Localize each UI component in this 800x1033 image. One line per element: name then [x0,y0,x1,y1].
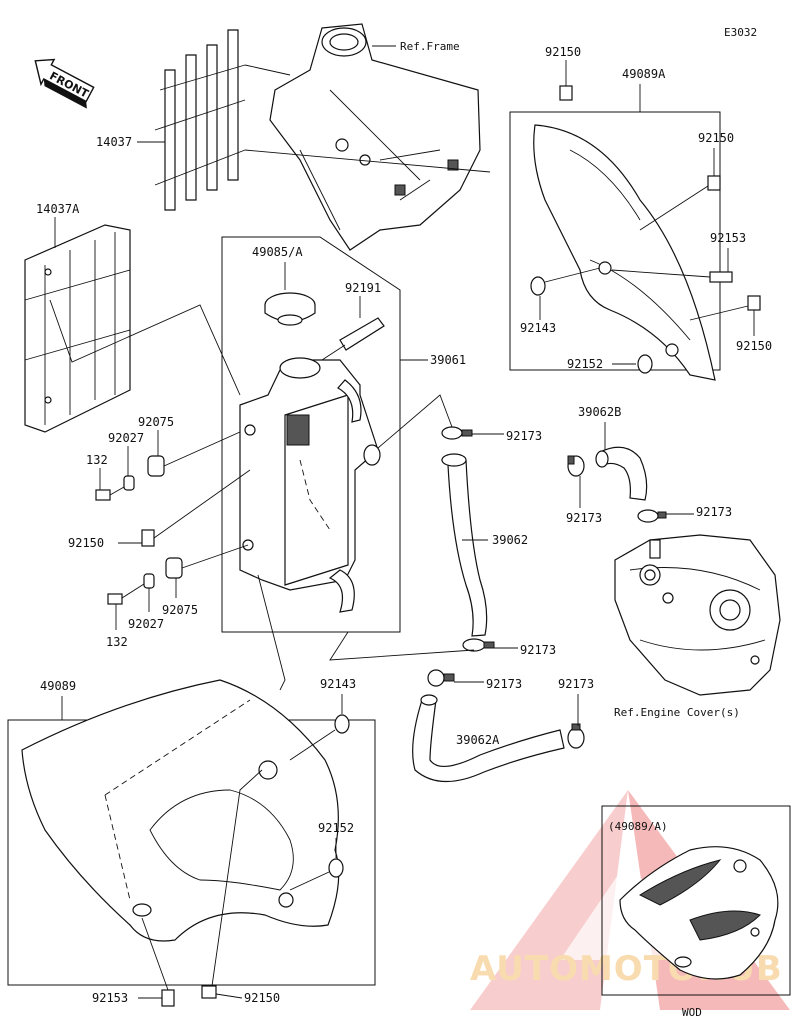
clamp-92173-b [567,455,585,477]
hose-39062 [440,453,488,637]
label-132-a: 132 [86,453,108,467]
label-14037A: 14037A [36,202,80,216]
label-92150-left: 92150 [68,536,104,550]
label-92152-bottom: 92152 [318,821,354,835]
label-39061: 39061 [430,353,466,367]
label-92173-a: 92173 [506,429,542,443]
clamp-92173-e [427,669,455,687]
label-92150-top: 92150 [545,45,581,59]
label-132-b: 132 [106,635,128,649]
bolt-92150-r1 [639,175,721,231]
label-92150-bottom: 92150 [244,991,280,1005]
label-49085A: 49085/A [252,245,303,259]
shroud-group-box-49089A [509,111,721,371]
label-ref-frame: Ref.Frame [400,40,460,53]
label-39062: 39062 [492,533,528,547]
label-92150-r1: 92150 [698,131,734,145]
engine-cover-reference [614,534,781,696]
clamp-92173-a [441,426,473,440]
label-92143-right: 92143 [520,321,556,335]
inset-box-wod [601,805,791,996]
label-14037: 14037 [96,135,132,149]
grommet-92143-right [530,267,601,296]
label-92173-f: 92173 [558,677,594,691]
clamp-92173-d [462,638,495,652]
bolt-92153-right [611,269,733,283]
collar-92027-bottom [143,573,155,589]
label-92075-b: 92075 [162,603,198,617]
overflow-tube [321,317,385,361]
bolt-92153-bottom [141,917,175,1007]
label-92152-right: 92152 [567,357,603,371]
inset-title: (49089/A) [608,820,668,833]
bolt-92150-bottom [201,769,263,999]
grommet-92075-bottom [165,544,249,579]
bolt-92150-r2 [689,295,761,321]
label-49089: 49089 [40,679,76,693]
label-39062A: 39062A [456,733,500,747]
label-92027-b: 92027 [128,617,164,631]
bolt-132-top [95,486,125,501]
hose-39062B [595,446,648,501]
grommet-92152-bottom [289,858,344,891]
label-92173-e: 92173 [486,677,522,691]
label-ref-engine-cover: Ref.Engine Cover(s) [614,706,740,719]
hose-39062A [412,694,565,783]
radiator-louver-14037 [154,29,246,211]
radiator-louver-14037A [24,224,131,433]
label-39062B: 39062B [578,405,621,419]
radiator-body [239,357,381,613]
inset-shroud-49089A [619,846,779,980]
label-92173-d: 92173 [520,643,556,657]
clamp-92173-f [567,723,585,749]
label-92150-r2: 92150 [736,339,772,353]
bolt-92150-top [559,85,573,101]
front-arrow: FRONT [34,58,95,109]
bolt-92150-left [141,469,251,547]
diagram-code: E3032 [724,26,757,39]
grommet-92143-bottom [289,714,350,761]
clamp-92173-c [637,509,667,523]
label-92191: 92191 [345,281,381,295]
label-49089A: 49089A [622,67,666,81]
label-92143-bottom: 92143 [320,677,356,691]
radiator-shroud-49089A [533,124,716,381]
inset-variant: WOD [682,1006,702,1019]
bolt-132-bottom [107,583,145,605]
radiator-group-box [221,236,401,633]
label-92153-bottom: 92153 [92,991,128,1005]
frame-reference [269,23,481,251]
label-92027-a: 92027 [108,431,144,445]
label-92173-c: 92173 [696,505,732,519]
label-92153-right: 92153 [710,231,746,245]
label-92075-a: 92075 [138,415,174,429]
grommet-92075-top [147,455,165,477]
grommet-92152-right [637,354,653,374]
collar-92027-top [123,475,135,491]
label-92173-b: 92173 [566,511,602,525]
radiator-cap [264,292,316,326]
radiator-shroud-49089 [21,679,340,942]
